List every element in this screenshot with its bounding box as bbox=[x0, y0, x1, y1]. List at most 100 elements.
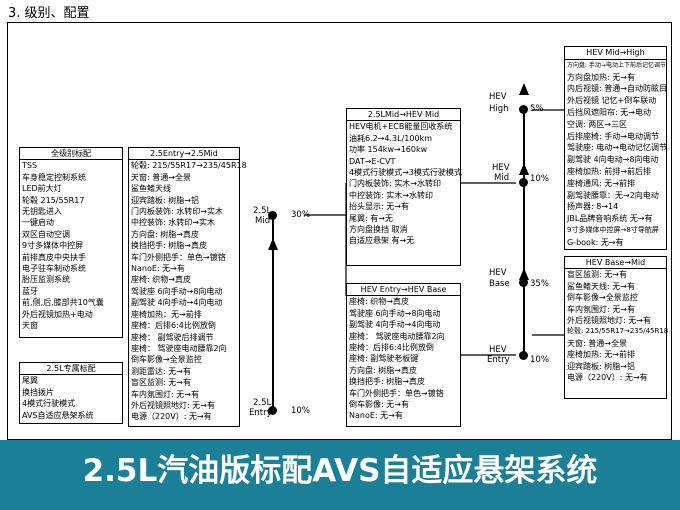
config-frame bbox=[7, 22, 672, 440]
list-item: 驾驶座 6向手动→8向电动 bbox=[131, 286, 223, 296]
list-item: 座椅加热: 无→前排 bbox=[567, 350, 635, 360]
list-item: 门内板装饰: 实木→水转印 bbox=[349, 179, 441, 189]
list-item: 鲨鱼鳍天线: 无→有 bbox=[567, 281, 635, 291]
entry-to-mid-box: 2.5Entry→2.5Mid 轮毂: 215/55R17→235/45R18 … bbox=[128, 147, 247, 427]
list-item: 前,侧,后,膝部共10气囊 bbox=[22, 298, 104, 308]
list-item: 方向盘加热: 无→有 bbox=[567, 72, 635, 82]
list-item: 方向盘: 树脂→真皮 bbox=[131, 229, 199, 239]
list-item: 轮毂: 215/55R17→235/45R18 bbox=[567, 327, 669, 336]
list-item: 测距雷达: 无→有 bbox=[131, 366, 191, 376]
list-item: 尾翼 bbox=[22, 376, 38, 386]
level-dot bbox=[519, 278, 528, 287]
level-dot bbox=[519, 178, 528, 187]
list-item: 电子驻车制动系统 bbox=[22, 264, 86, 274]
share-percent: 35% bbox=[530, 279, 549, 289]
mid-to-hev-mid-title: 2.5LMid→HEV Mid bbox=[347, 109, 460, 122]
list-item: 4模式行驶模式 bbox=[22, 399, 76, 409]
level-label: Mid bbox=[494, 173, 510, 183]
list-item: 9寸多媒体中控屏 bbox=[22, 241, 84, 251]
list-item: 座椅通风: 无→前排 bbox=[567, 178, 635, 188]
list-item: 车身稳定控制系统 bbox=[22, 172, 86, 182]
list-item: 座椅: 副驾驶老板键 bbox=[349, 354, 419, 364]
list-item: 一键启动 bbox=[22, 218, 54, 228]
axis-2-5l bbox=[272, 218, 274, 412]
list-item: 倒车影像→全景监控 bbox=[131, 355, 202, 365]
list-item: 座椅： 驾驶座电动腰靠2向 bbox=[349, 331, 445, 341]
level-label: Entry bbox=[249, 408, 272, 418]
list-item: G-book: 无→有 bbox=[567, 237, 624, 247]
list-item: 9寸多媒体中控屏→8寸导航屏 bbox=[567, 225, 659, 234]
list-item: 功率 154kw→160kw bbox=[349, 145, 428, 155]
list-item: 天窗: 普通→全景 bbox=[131, 172, 191, 182]
level-dot bbox=[519, 105, 528, 114]
list-item: 副驾驶 4向电动→8向电动 bbox=[567, 155, 659, 165]
list-item: 门内板装饰: 水转印→实木 bbox=[131, 207, 223, 217]
standard-equipment-title: 全级别标配 bbox=[20, 148, 122, 161]
list-item: 换挡拨片 bbox=[22, 387, 54, 397]
share-percent: 5% bbox=[530, 104, 544, 114]
list-item: 轮毂 215/55R17 bbox=[22, 195, 85, 205]
list-item: 鲨鱼鳍天线 bbox=[131, 184, 171, 194]
list-item: HEV电机+ECB能量回收系统 bbox=[349, 122, 453, 132]
list-item: 换挡把手: 树脂→真皮 bbox=[349, 377, 425, 387]
list-item: 座椅： 副驾驶后排调节 bbox=[131, 332, 214, 342]
mid-to-hev-mid-box: 2.5LMid→HEV Mid HEV电机+ECB能量回收系统 油耗6.2→4.… bbox=[346, 108, 462, 266]
engine-hev-label: HEV bbox=[489, 345, 507, 355]
list-item: 电源（220V）: 无→有 bbox=[131, 412, 212, 422]
engine-hev-label: HEV bbox=[489, 268, 507, 278]
level-dot bbox=[268, 406, 277, 415]
list-item: 内后视镜: 普通→自动防眩目 bbox=[567, 84, 667, 94]
list-item: TSS bbox=[22, 161, 38, 171]
list-item: AVS自适应悬架系统 bbox=[22, 410, 94, 420]
list-item: 外后视镜加热+电动 bbox=[22, 309, 93, 319]
list-item: 无钥匙进入 bbox=[22, 207, 62, 217]
list-item: 车内氛围灯: 无→有 bbox=[131, 389, 199, 399]
list-item: 副驾驶腰靠：无→2向电动 bbox=[567, 190, 659, 200]
level-label: Base bbox=[489, 279, 510, 289]
list-item: 座椅加热: 前排→前后排 bbox=[567, 166, 651, 176]
list-item: 后排座椅: 手动→电动调节 bbox=[567, 131, 659, 141]
hev-mid-to-high-box: HEV Mid→High 方向盘: 手动→电动上下前后记忆调节 方向盘加热: 无… bbox=[564, 46, 667, 250]
list-item: NanoE: 无→有 bbox=[131, 264, 185, 274]
list-item: 外后视镜照地灯: 无→有 bbox=[567, 316, 651, 326]
list-item: 副驾驶 4向手动→4向电动 bbox=[131, 298, 223, 308]
list-item: 双区自动空调 bbox=[22, 229, 70, 239]
list-item: 副驾驶 4向手动→4向电动 bbox=[349, 320, 441, 330]
share-percent: 30% bbox=[291, 210, 310, 220]
entry-to-hev-base-box: HEV Entry→HEV Base 座椅: 织物→真皮 驾驶座 6向手动→8向… bbox=[346, 283, 461, 427]
list-item: JBL品牌音响系统 无→有 bbox=[567, 214, 653, 224]
list-item: NanoE: 无→有 bbox=[349, 411, 403, 421]
list-item: 驾驶座: 电动→电动记忆调节 bbox=[567, 143, 667, 153]
axis-hev bbox=[523, 111, 525, 357]
list-item: 方向盘: 手动→电动上下前后记忆调节 bbox=[567, 61, 666, 69]
list-item: 座椅加热：无→前排 bbox=[131, 309, 202, 319]
list-item: 座椅: 织物→真皮 bbox=[131, 275, 191, 285]
list-item: 轮毂: 215/55R17→235/45R18 bbox=[131, 161, 247, 171]
share-percent: 10% bbox=[530, 174, 549, 184]
hev-base-to-mid-title: HEV Base→Mid bbox=[565, 257, 666, 270]
list-item: 换挡把手: 树脂→真皮 bbox=[131, 241, 207, 251]
level-label: Mid bbox=[255, 216, 271, 226]
entry-to-mid-title: 2.5Entry→2.5Mid bbox=[129, 148, 239, 161]
list-item: 车门外侧把手：单色→镀铬 bbox=[131, 252, 226, 262]
list-item: 座椅：后排6:4比例放倒 bbox=[349, 343, 434, 353]
level-label: High bbox=[489, 104, 509, 114]
list-item: 4模式行驶模式→3模式行驶模式 bbox=[349, 168, 462, 178]
list-item: 倒车影像→全景监控 bbox=[567, 293, 638, 303]
engine-2-5l-label: 2.5L bbox=[253, 398, 272, 408]
exclusive-2-5l-box: 2.5L专属标配 尾翼 换挡拨片 4模式行驶模式 AVS自适应悬架系统 bbox=[19, 362, 123, 424]
list-item: 中控装饰: 水转印→实木 bbox=[131, 218, 215, 228]
level-dot bbox=[268, 211, 277, 220]
list-item: LED前大灯 bbox=[22, 184, 62, 194]
list-item: 驾驶座 6向手动→8向电动 bbox=[349, 308, 441, 318]
list-item: 扬声器: 8→14 bbox=[567, 202, 619, 212]
engine-2-5l-label: 2.5L bbox=[253, 206, 272, 216]
engine-hev-label: HEV bbox=[489, 92, 507, 102]
list-item: 后挡风遮阳帘: 无→电动 bbox=[567, 107, 651, 117]
caption-banner bbox=[0, 440, 680, 510]
list-item: 抬头显示: 无→有 bbox=[349, 202, 409, 212]
entry-to-hev-base-title: HEV Entry→HEV Base bbox=[347, 284, 460, 297]
exclusive-2-5l-title: 2.5L专属标配 bbox=[20, 363, 122, 376]
list-item: 迎宾踏板: 树脂→铝 bbox=[567, 361, 635, 371]
standard-equipment-box: 全级别标配 TSS 车身稳定控制系统 LED前大灯 轮毂 215/55R17 无… bbox=[19, 147, 123, 338]
